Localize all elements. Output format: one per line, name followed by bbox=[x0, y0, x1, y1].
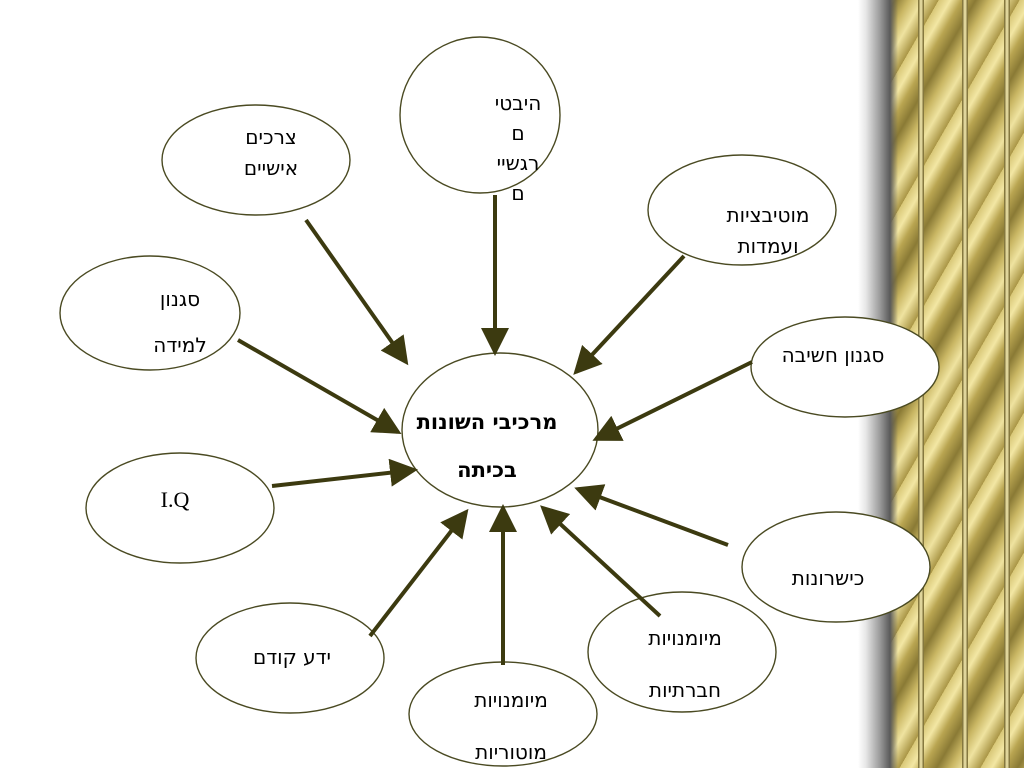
arrow-social-skills bbox=[540, 505, 662, 618]
node-label-motivations: מוטיבציות ועמדות bbox=[726, 203, 810, 258]
node-label-emotional: היבטי ם רגשיי ם bbox=[494, 91, 542, 205]
node-label-thinking-style: סגנון חשיבה bbox=[781, 343, 885, 367]
node-bubble-iq bbox=[85, 452, 275, 564]
node-bubble-social-skills bbox=[587, 591, 777, 713]
arrow-thinking-style bbox=[592, 360, 753, 441]
node-bubble-thinking-style bbox=[750, 316, 940, 418]
node-label-iq: I.Q bbox=[160, 487, 190, 512]
node-bubble-personal-needs bbox=[161, 104, 351, 216]
node-bubble-abilities bbox=[741, 511, 931, 623]
node-bubble-motivations bbox=[647, 154, 837, 266]
arrow-prior-knowledge bbox=[368, 508, 469, 638]
arrow-iq bbox=[271, 458, 418, 488]
arrow-personal-needs bbox=[304, 218, 409, 366]
node-bubble-prior-knowledge bbox=[195, 602, 385, 714]
node-bubble-learning-style bbox=[59, 255, 241, 371]
node-bubble-emotional bbox=[399, 36, 561, 194]
center-label: מרכיבי השונות בכיתה bbox=[416, 410, 558, 482]
arrow-abilities bbox=[574, 484, 729, 547]
node-label-abilities: כישרונות bbox=[791, 566, 865, 590]
node-label-prior-knowledge: ידע קודם bbox=[252, 645, 332, 669]
arrow-motivations bbox=[573, 254, 686, 375]
node-label-learning-style: סגנון למידה bbox=[153, 287, 207, 357]
node-label-motor-skills: מיומנויות מוטוריות bbox=[474, 688, 548, 764]
arrow-learning-style bbox=[237, 338, 402, 434]
node-label-social-skills: מיומנויות חברתיות bbox=[648, 626, 722, 702]
node-label-personal-needs: צרכים אישיים bbox=[243, 125, 299, 180]
